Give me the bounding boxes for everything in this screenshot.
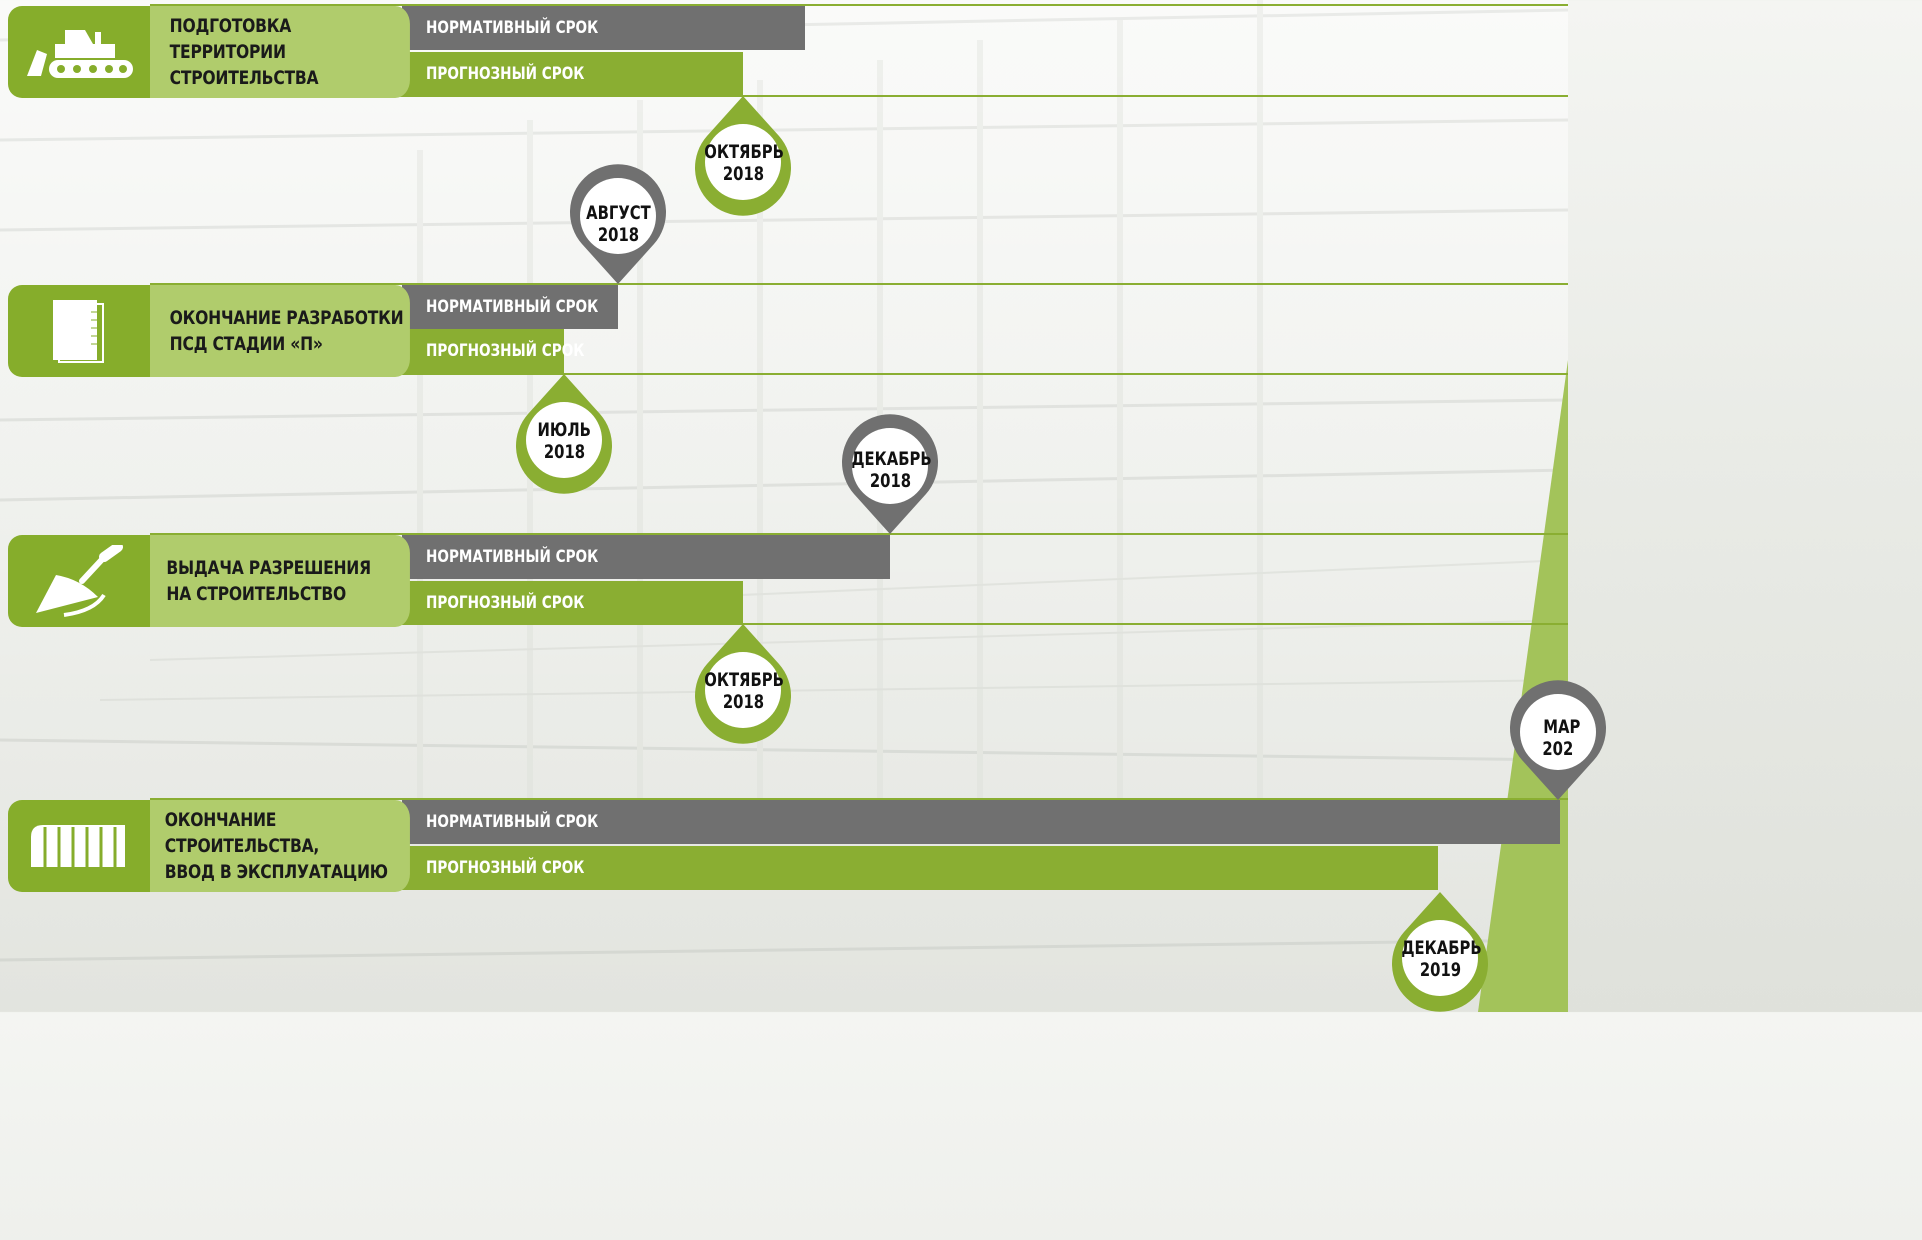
- stage-icon-box: [8, 535, 150, 627]
- forecast-bar: ПРОГНОЗНЫЙ СРОК: [402, 329, 584, 373]
- trowel-icon: [36, 545, 123, 617]
- stage-icon-box: [8, 800, 150, 892]
- greenhouse-icon: [31, 825, 125, 867]
- guide-line: [150, 4, 1568, 6]
- stage-title: ОКОНЧАНИЕ СТРОИТЕЛЬСТВА,ВВОД В ЭКСПЛУАТА…: [150, 800, 410, 892]
- forecast-bar: ПРОГНОЗНЫЙ СРОК: [402, 846, 1438, 890]
- stage-icon-box: [8, 6, 150, 98]
- guide-line: [150, 798, 1568, 800]
- bulldozer-icon: [27, 30, 133, 78]
- guide-line: [150, 95, 1568, 97]
- normative-bar: НОРМАТИВНЫЙ СРОК: [402, 285, 618, 329]
- guide-line: [150, 533, 1568, 535]
- normative-date-pin: [756, 0, 856, 2]
- guide-line: [150, 623, 1568, 625]
- stage-icon-box: [8, 285, 150, 377]
- forecast-bar: ПРОГНОЗНЫЙ СРОК: [402, 581, 743, 625]
- normative-bar: НОРМАТИВНЫЙ СРОК: [402, 6, 805, 50]
- guide-line: [150, 373, 1568, 375]
- forecast-bar: ПРОГНОЗНЫЙ СРОК: [402, 52, 743, 96]
- normative-bar: НОРМАТИВНЫЙ СРОК: [402, 800, 1560, 844]
- document-icon: [53, 300, 104, 363]
- normative-bar: НОРМАТИВНЫЙ СРОК: [402, 535, 890, 579]
- guide-line: [150, 283, 1568, 285]
